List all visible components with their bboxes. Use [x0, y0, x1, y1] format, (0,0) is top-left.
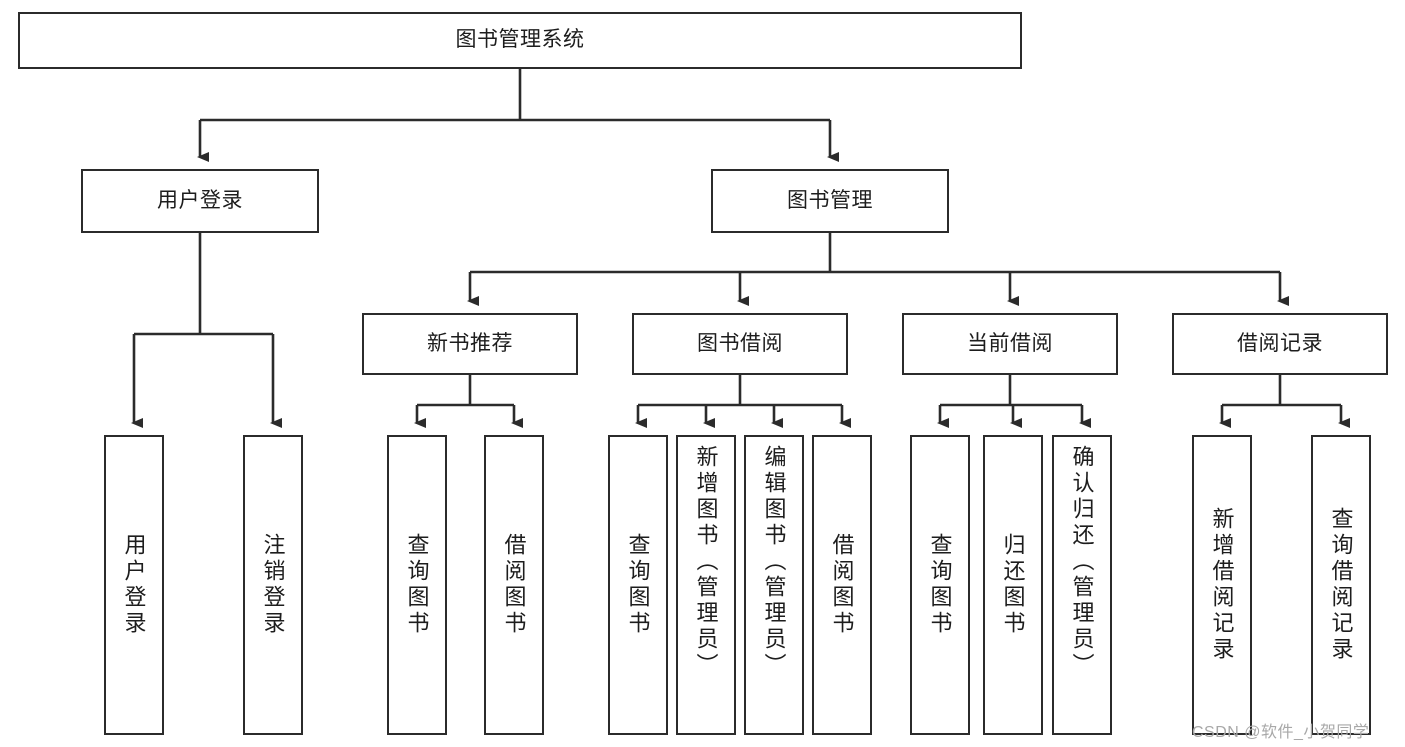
node-leaf-query-book-1[interactable]: 查询图书	[387, 435, 447, 735]
node-leaf-user-login-label: 用户登录	[121, 533, 147, 637]
node-leaf-user-login[interactable]: 用户登录	[104, 435, 164, 735]
node-leaf-return-book[interactable]: 归还图书	[983, 435, 1043, 735]
node-leaf-query-book-2[interactable]: 查询图书	[608, 435, 668, 735]
node-leaf-borrow-book-1[interactable]: 借阅图书	[484, 435, 544, 735]
node-leaf-query-book-3-label: 查询图书	[927, 533, 953, 637]
node-leaf-borrow-book-2[interactable]: 借阅图书	[812, 435, 872, 735]
node-book-manage[interactable]: 图书管理	[711, 169, 949, 233]
node-leaf-logout-label: 注销登录	[260, 533, 286, 637]
node-leaf-edit-book-label: 编辑图书（管理员）	[761, 445, 787, 679]
node-leaf-query-book-3[interactable]: 查询图书	[910, 435, 970, 735]
node-leaf-borrow-book-1-label: 借阅图书	[501, 533, 527, 637]
node-new-book-rec-label: 新书推荐	[427, 331, 513, 355]
node-leaf-add-book-label: 新增图书（管理员）	[693, 445, 719, 679]
node-leaf-edit-book[interactable]: 编辑图书（管理员）	[744, 435, 804, 735]
node-current-borrow-label: 当前借阅	[967, 331, 1053, 355]
node-current-borrow[interactable]: 当前借阅	[902, 313, 1118, 375]
node-new-book-rec[interactable]: 新书推荐	[362, 313, 578, 375]
node-leaf-query-book-2-label: 查询图书	[625, 533, 651, 637]
node-leaf-add-record[interactable]: 新增借阅记录	[1192, 435, 1252, 735]
node-leaf-query-record[interactable]: 查询借阅记录	[1311, 435, 1371, 735]
node-user-login[interactable]: 用户登录	[81, 169, 319, 233]
node-leaf-confirm-return-label: 确认归还（管理员）	[1069, 445, 1095, 679]
node-leaf-add-record-label: 新增借阅记录	[1209, 507, 1235, 663]
node-leaf-query-record-label: 查询借阅记录	[1328, 507, 1354, 663]
node-leaf-logout[interactable]: 注销登录	[243, 435, 303, 735]
node-book-borrow[interactable]: 图书借阅	[632, 313, 848, 375]
node-leaf-return-book-label: 归还图书	[1000, 533, 1026, 637]
node-borrow-record[interactable]: 借阅记录	[1172, 313, 1388, 375]
node-leaf-borrow-book-2-label: 借阅图书	[829, 533, 855, 637]
node-borrow-record-label: 借阅记录	[1237, 331, 1323, 355]
node-book-borrow-label: 图书借阅	[697, 331, 783, 355]
node-root[interactable]: 图书管理系统	[18, 12, 1022, 69]
node-leaf-confirm-return[interactable]: 确认归还（管理员）	[1052, 435, 1112, 735]
node-book-manage-label: 图书管理	[787, 188, 873, 212]
node-user-login-label: 用户登录	[157, 188, 243, 212]
node-leaf-query-book-1-label: 查询图书	[404, 533, 430, 637]
node-root-label: 图书管理系统	[455, 28, 585, 52]
node-leaf-add-book[interactable]: 新增图书（管理员）	[676, 435, 736, 735]
